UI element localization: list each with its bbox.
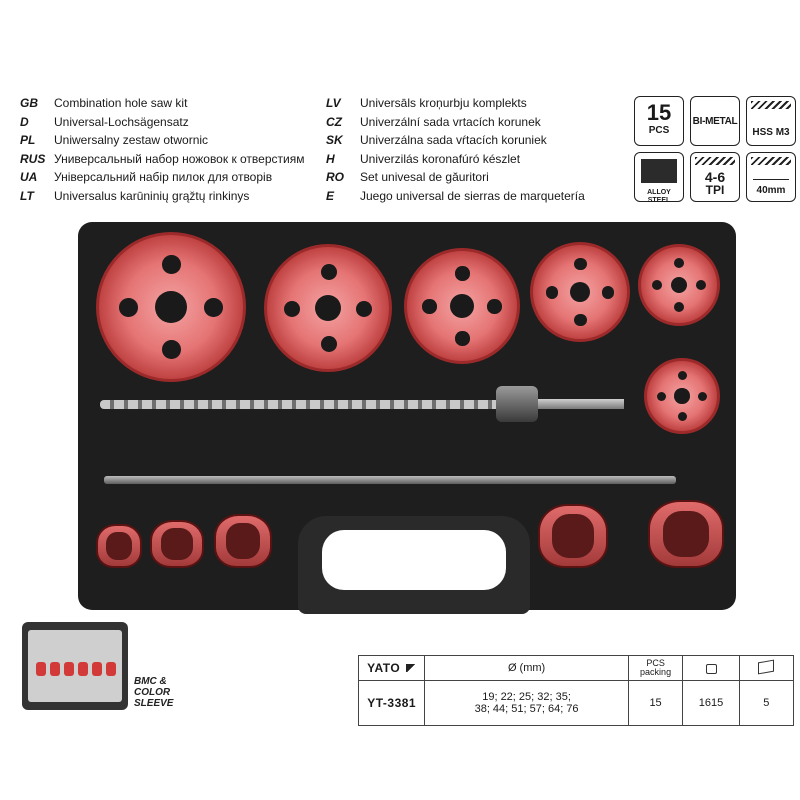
lang-code: CZ xyxy=(326,114,342,129)
hole-saw xyxy=(638,244,720,326)
code-header xyxy=(682,655,740,681)
lang-code: RUS xyxy=(20,151,46,166)
small-hole-saw xyxy=(648,500,724,568)
extension-rod xyxy=(104,476,676,484)
lang-text: Универсальный набор ножовок к отверстиям xyxy=(54,151,305,166)
arbor-shank xyxy=(538,399,624,409)
model-number: YT-3381 xyxy=(357,680,426,726)
packing-header: packing xyxy=(640,667,672,677)
brand-logo-icon xyxy=(406,664,417,672)
hole-saw xyxy=(404,248,520,364)
tpi-range: 4-6 xyxy=(704,169,726,185)
lang-text: Set univesal de găuritori xyxy=(360,170,489,184)
lang-code: H xyxy=(326,151,335,166)
lang-row: LV Universāls kroņurbju komplekts xyxy=(326,94,585,113)
hole-saw xyxy=(644,358,720,434)
lang-code: LT xyxy=(20,188,34,203)
spec-table: YATO Ø (mm) PCS packing YT-3381 19; 22; … xyxy=(357,655,795,726)
lang-text: Univerzální sada vrtacích korunek xyxy=(360,114,541,129)
small-hole-saw xyxy=(96,524,142,568)
box-icon xyxy=(758,659,775,674)
lang-text: Combination hole saw kit xyxy=(54,96,188,110)
spec-data-row: YT-3381 19; 22; 25; 32; 35; 38; 44; 51; … xyxy=(357,680,795,726)
pcs-header-cell: PCS packing xyxy=(627,655,684,681)
pcs-number: 15 xyxy=(646,100,672,125)
small-hole-saw xyxy=(150,520,204,568)
lang-code: E xyxy=(326,188,335,203)
lang-row: PL Uniwersalny zestaw otwornic xyxy=(20,131,304,150)
tpi-badge: 4-6 TPI xyxy=(690,152,740,202)
lock-icon xyxy=(705,663,717,674)
lang-text: Universāls kroņurbju komplekts xyxy=(360,96,527,110)
lang-row: H Univerzilás koronafúró készlet xyxy=(326,150,585,169)
diameters-line1: 19; 22; 25; 32; 35; xyxy=(482,691,571,703)
hole-saw xyxy=(264,244,392,372)
alloy-badge: ALLOY STEEL xyxy=(634,152,684,204)
depth-label: 40mm xyxy=(756,185,786,196)
packaging-thumbnail xyxy=(22,622,128,710)
lang-text: Universal-Lochsägensatz xyxy=(54,114,189,129)
pcs-value: 15 xyxy=(627,680,684,726)
pilot-drill-bit xyxy=(100,400,500,409)
lang-row: RUS Универсальный набор ножовок к отверст… xyxy=(20,150,304,169)
lang-row: CZ Univerzální sada vrtacích korunek xyxy=(326,113,585,132)
qty-value: 5 xyxy=(738,680,795,726)
alloy-label: ALLOY STEEL xyxy=(647,189,671,204)
pcs-label: PCS xyxy=(648,125,670,136)
lang-code: D xyxy=(20,114,29,129)
bimetal-label: BI-METAL xyxy=(692,116,738,127)
spec-header-row: YATO Ø (mm) PCS packing xyxy=(357,655,795,681)
code-value: 1615 xyxy=(682,680,740,726)
lang-code: RO xyxy=(326,170,344,184)
case-handle-opening xyxy=(322,530,506,590)
lang-row: UA Універсальний набір пилок для отворів xyxy=(20,168,304,187)
pcs-header: PCS xyxy=(646,658,665,668)
brand-cell: YATO xyxy=(357,655,426,681)
bmc-sleeve-label: BMC & COLOR SLEEVE xyxy=(134,676,174,709)
hss-badge: HSS M3 xyxy=(746,96,796,146)
hole-saw xyxy=(530,242,630,342)
depth-arrow xyxy=(753,179,789,180)
diameters-line2: 38; 44; 51; 57; 64; 76 xyxy=(474,703,579,715)
lang-code: UA xyxy=(20,170,38,184)
lang-row: RO Set univesal de găuritori xyxy=(326,168,585,187)
lang-text: Universalus karūninių grąžtų rinkinys xyxy=(54,188,250,203)
description-column-right: LV Universāls kroņurbju komplekts CZ Unive… xyxy=(326,94,585,205)
lang-code: SK xyxy=(326,133,343,147)
bimetal-badge: BI-METAL xyxy=(690,96,740,146)
saw-teeth-icon xyxy=(751,101,791,109)
hss-label: HSS M3 xyxy=(752,127,790,138)
depth-icon xyxy=(751,157,791,165)
lang-code: LV xyxy=(326,96,341,110)
small-hole-saw xyxy=(214,514,272,568)
lang-text: Juego universal de sierras de marqueterí… xyxy=(360,188,585,203)
diameter-cell: 19; 22; 25; 32; 35; 38; 44; 51; 57; 64; … xyxy=(424,680,629,726)
hole-saw xyxy=(96,232,246,382)
description-column-left: GB Combination hole saw kit D Universal-Lo… xyxy=(20,94,304,205)
alloy-block-icon xyxy=(641,159,677,183)
small-hole-saw xyxy=(538,504,608,568)
lang-text: Uniwersalny zestaw otwornic xyxy=(54,133,209,147)
brand-name: YATO xyxy=(367,661,401,675)
depth-badge: 40mm xyxy=(746,152,796,202)
lang-row: GB Combination hole saw kit xyxy=(20,94,304,113)
tooth-pitch-icon xyxy=(695,157,735,165)
pcs-badge: 15 PCS xyxy=(634,96,684,146)
diameter-header: Ø (mm) xyxy=(424,655,629,681)
lang-row: E Juego universal de sierras de marqueter… xyxy=(326,187,585,206)
lang-row: LT Universalus karūninių grąžtų rinkinys xyxy=(20,187,304,206)
lang-row: SK Univerzálna sada vŕtacích koruniek xyxy=(326,131,585,150)
lang-row: D Universal-Lochsägensatz xyxy=(20,113,304,132)
lang-code: GB xyxy=(20,96,38,110)
lang-text: Univerzálna sada vŕtacích koruniek xyxy=(360,133,547,147)
box-header xyxy=(738,655,795,681)
lang-text: Univerzilás koronafúró készlet xyxy=(360,151,521,166)
lang-code: PL xyxy=(20,133,36,147)
lang-text: Універсальний набір пилок для отворів xyxy=(54,170,273,184)
arbor-body xyxy=(496,386,538,422)
tpi-label: TPI xyxy=(705,183,725,197)
